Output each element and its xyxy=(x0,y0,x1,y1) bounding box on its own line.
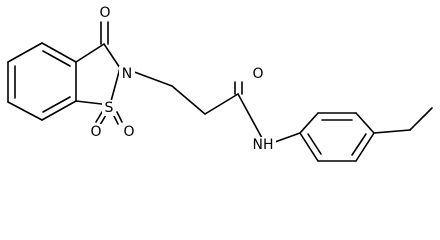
atom-label: O xyxy=(99,5,110,21)
bond xyxy=(103,43,121,69)
bond xyxy=(299,132,319,162)
bond xyxy=(355,112,375,134)
bond xyxy=(409,107,433,131)
atom-label: O xyxy=(252,66,263,82)
molecule-drawing: O N S O O O NH xyxy=(7,5,433,162)
bond xyxy=(41,42,77,63)
structure-canvas: O N S O O O NH xyxy=(7,5,433,162)
atom-label: O xyxy=(90,124,101,140)
bond xyxy=(171,85,206,115)
bond xyxy=(116,111,123,123)
bond xyxy=(373,129,411,134)
bond xyxy=(128,69,173,87)
bond xyxy=(75,43,105,63)
bond xyxy=(307,133,322,155)
bond xyxy=(42,96,71,113)
atom-label: N xyxy=(122,66,132,82)
bond xyxy=(355,132,375,162)
bond xyxy=(7,101,43,121)
atom-o-sulfonyl-left: O xyxy=(89,124,103,140)
bond xyxy=(351,133,367,156)
atom-label: NH xyxy=(253,137,274,153)
atom-nh-amide: NH xyxy=(250,137,276,153)
isothiazole-ring xyxy=(75,43,121,106)
bond xyxy=(99,114,107,126)
atom-o-carbonyl: O xyxy=(98,5,112,21)
bond xyxy=(7,42,43,63)
atom-label: S xyxy=(105,100,114,116)
atom-n-ring: N xyxy=(119,66,135,82)
fused-benzene-ring xyxy=(7,42,77,121)
atom-o-sulfonyl-right: O xyxy=(122,124,136,140)
atom-label: O xyxy=(123,124,134,140)
bond xyxy=(274,132,301,143)
bond xyxy=(109,67,121,106)
bond xyxy=(95,111,103,123)
atom-s-ring: S xyxy=(102,100,116,116)
bond xyxy=(204,93,239,115)
bond xyxy=(299,112,319,134)
atom-o-amide: O xyxy=(251,66,265,82)
ethylphenyl-ring xyxy=(299,112,375,162)
bond xyxy=(237,93,263,139)
propanamide-chain xyxy=(128,69,263,139)
bond xyxy=(41,100,77,121)
bond xyxy=(42,50,71,67)
